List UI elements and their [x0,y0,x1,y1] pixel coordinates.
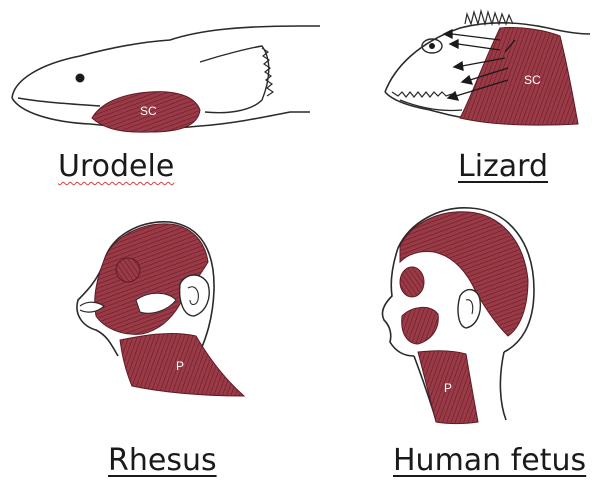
rhesus-ear [180,275,210,316]
urodele-drawing: SC [12,26,320,132]
caption-rhesus: Rhesus [108,446,217,476]
urodele-eye [76,74,85,83]
human-fetus-drawing: P [382,208,534,424]
lizard-sc-muscle [460,27,578,125]
urodele-sc-label: SC [140,104,157,118]
urodele-gill-fringe [262,48,273,96]
rhesus-p-label: P [176,359,184,373]
urodele-gill [200,46,269,113]
human-p-label: P [444,381,452,395]
lizard-drawing: SC [385,11,590,125]
human-facial-muscles [402,307,439,344]
lizard-sc-label: SC [524,73,541,87]
lizard-crest [465,11,513,24]
human-ear [458,290,480,328]
caption-lizard: Lizard [458,152,548,182]
human-orbicularis [400,267,424,297]
caption-human-fetus: Human fetus [393,446,586,476]
rhesus-orbit [116,258,140,282]
lizard-pupil [429,43,435,49]
caption-urodele: Urodele [58,152,174,182]
rhesus-drawing: P [77,222,244,396]
lizard-upper-jaw [392,92,452,97]
urodele-mouth [18,98,100,106]
